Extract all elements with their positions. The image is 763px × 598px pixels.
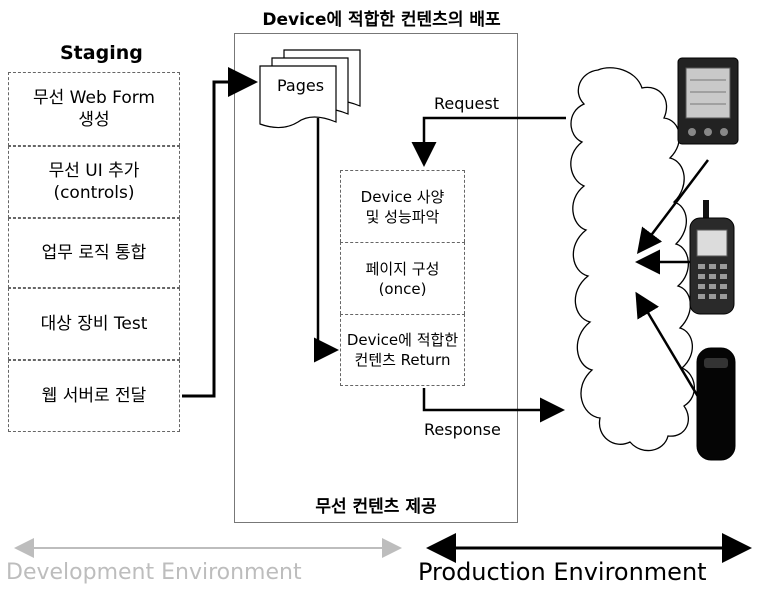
stage-add-ui: 무선 UI 추가 (controls) [8,146,180,218]
process-return-content: Device에 적합한 컨텐츠 Return [340,314,465,386]
process-device-detect: Device 사양 및 성능파악 [340,170,465,242]
pages-document-icon [259,49,361,129]
stage-integrate-logic: 업무 로직 통합 [8,218,180,288]
pda-icon [677,57,739,145]
deploy-arrow [182,67,258,398]
request-label: Request [434,94,499,113]
production-environment-label: Production Environment [418,558,707,586]
staging-title: Staging [60,42,143,64]
pages-label: Pages [277,76,325,95]
stage-create-web-form: 무선 Web Form 생성 [8,72,180,146]
stage-device-test: 대상 장비 Test [8,288,180,360]
server-region [234,33,518,523]
diagram-title: Device에 적합한 컨텐츠의 배포 [262,10,501,30]
pager-arrow [635,291,702,401]
request-arrow [411,116,566,167]
mobile-phone-icon [689,200,735,315]
stage-deploy-to-server: 웹 서버로 전달 [8,360,180,432]
response-arrow [422,388,565,423]
pager-icon [696,347,736,461]
network-cloud [570,67,695,452]
development-environment-label: Development Environment [6,560,302,585]
server-footer: 무선 컨텐츠 제공 [315,497,437,517]
pages-to-return-arrow [314,118,339,363]
process-page-build: 페이지 구성 (once) [340,242,465,314]
pda-arrow [636,159,709,254]
response-label: Response [424,420,501,439]
